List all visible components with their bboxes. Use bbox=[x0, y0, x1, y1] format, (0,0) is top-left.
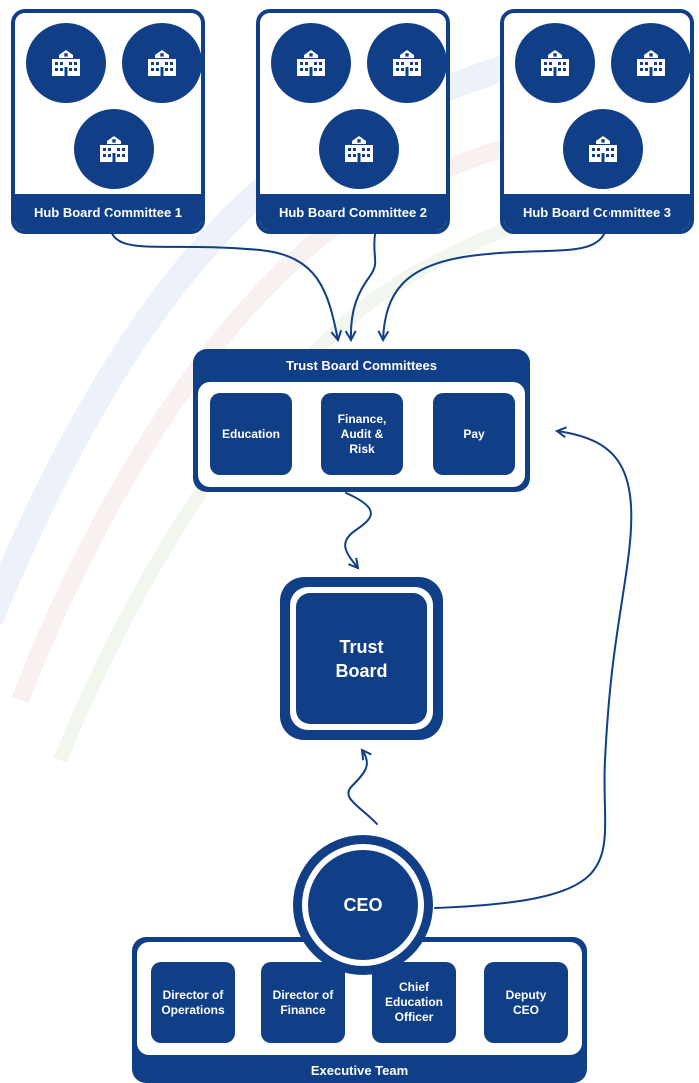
arrow-hub2-to-committees bbox=[351, 233, 377, 340]
committee-finance-audit-risk: Finance, Audit & Risk bbox=[321, 393, 403, 475]
school-icon bbox=[26, 23, 106, 103]
arrow-ceo-to-trust-board bbox=[347, 750, 378, 825]
ceo-label: CEO bbox=[308, 850, 418, 960]
hub-board-committee-2: Hub Board Committee 2 bbox=[256, 9, 450, 234]
school-icon bbox=[74, 109, 154, 189]
arrow-hub1-to-committees bbox=[107, 213, 338, 340]
exec-director-of-finance: Director of Finance bbox=[261, 962, 345, 1043]
committee-pay: Pay bbox=[433, 393, 515, 475]
school-icon bbox=[563, 109, 643, 189]
school-icon bbox=[515, 23, 595, 103]
hub-board-committee-1: Hub Board Committee 1 bbox=[11, 9, 205, 234]
school-icon bbox=[319, 109, 399, 189]
hub-label: Hub Board Committee 3 bbox=[504, 194, 690, 230]
exec-chief-education-officer: Chief Education Officer bbox=[372, 962, 456, 1043]
committee-education: Education bbox=[210, 393, 292, 475]
trust-board-label: Trust Board bbox=[296, 593, 427, 724]
executive-team: Director of Operations Director of Finan… bbox=[132, 937, 587, 1083]
ceo-node: CEO bbox=[293, 835, 433, 975]
school-icon bbox=[611, 23, 690, 103]
arrow-committees-to-trust-board bbox=[344, 492, 372, 568]
exec-director-of-operations: Director of Operations bbox=[151, 962, 235, 1043]
trust-board-committees: Trust Board Committees Education Finance… bbox=[193, 349, 530, 492]
trust-board: Trust Board bbox=[280, 577, 443, 740]
school-icon bbox=[122, 23, 201, 103]
exec-deputy-ceo: Deputy CEO bbox=[484, 962, 568, 1043]
arrow-hub3-to-committees bbox=[383, 210, 610, 340]
executive-team-title: Executive Team bbox=[310, 1063, 409, 1078]
school-icon bbox=[367, 23, 446, 103]
trust-committees-title: Trust Board Committees bbox=[286, 358, 437, 373]
arrow-ceo-to-committees bbox=[434, 431, 633, 909]
hub-board-committee-3: Hub Board Committee 3 bbox=[500, 9, 694, 234]
hub-label: Hub Board Committee 2 bbox=[260, 194, 446, 230]
trust-committees-panel: Education Finance, Audit & Risk Pay bbox=[198, 382, 525, 487]
school-icon bbox=[271, 23, 351, 103]
hub-label: Hub Board Committee 1 bbox=[15, 194, 201, 230]
